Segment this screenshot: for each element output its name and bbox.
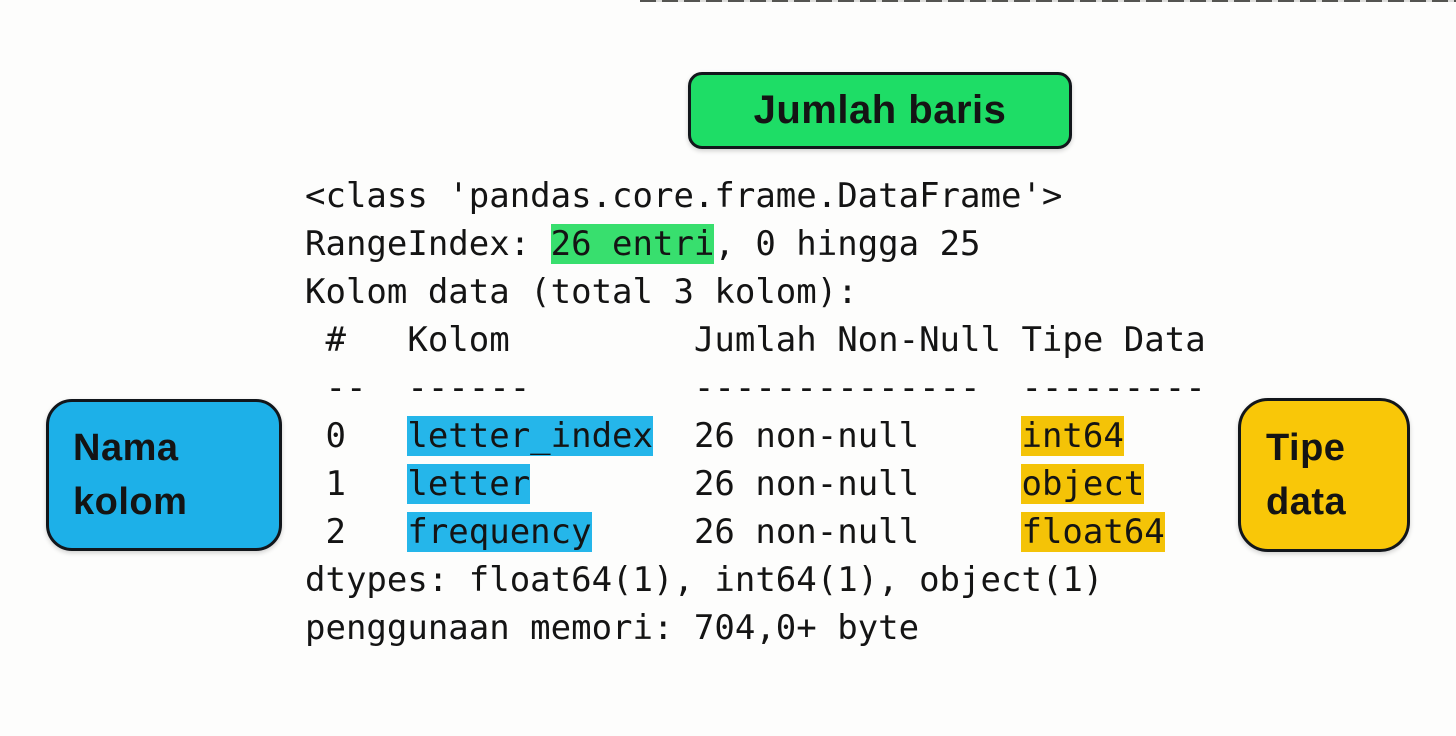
info-text: 2 (305, 512, 408, 552)
info-line: -- ------ -------------- --------- (305, 364, 1206, 412)
info-text: 1 (305, 464, 408, 504)
info-text: 0 (305, 416, 408, 456)
callout-column-names-line1: Nama (73, 427, 179, 469)
info-line: penggunaan memori: 704,0+ byte (305, 604, 1206, 652)
highlight-green: 26 entri (550, 224, 715, 264)
info-text: 26 non-null (591, 512, 1022, 552)
callout-data-types-line2: data (1266, 481, 1347, 523)
info-text: dtypes: float64(1), int64(1), object(1) (305, 560, 1104, 600)
info-text: -- ------ -------------- --------- (305, 368, 1206, 408)
callout-data-types: Tipe data (1238, 398, 1410, 552)
info-line: # Kolom Jumlah Non-Null Tipe Data (305, 316, 1206, 364)
highlight-blue: letter (407, 464, 531, 504)
highlight-yellow: float64 (1021, 512, 1165, 552)
info-text: RangeIndex: (305, 224, 551, 264)
info-line: <class 'pandas.core.frame.DataFrame'> (305, 172, 1206, 220)
highlight-blue: letter_index (407, 416, 653, 456)
info-line: Kolom data (total 3 kolom): (305, 268, 1206, 316)
callout-column-names: Nama kolom (46, 399, 282, 551)
info-text: 26 non-null (653, 416, 1022, 456)
info-line: dtypes: float64(1), int64(1), object(1) (305, 556, 1206, 604)
info-line: RangeIndex: 26 entri, 0 hingga 25 (305, 220, 1206, 268)
callout-data-types-line1: Tipe (1266, 427, 1346, 469)
highlight-yellow: object (1021, 464, 1145, 504)
info-text: <class 'pandas.core.frame.DataFrame'> (305, 176, 1063, 216)
info-text: 26 non-null (530, 464, 1022, 504)
info-text: # Kolom Jumlah Non-Null Tipe Data (305, 320, 1206, 360)
dataframe-info-output: <class 'pandas.core.frame.DataFrame'>Ran… (305, 172, 1206, 652)
info-text: , 0 hingga 25 (714, 224, 981, 264)
callout-column-names-line2: kolom (73, 481, 188, 523)
info-line: 1 letter 26 non-null object (305, 460, 1206, 508)
info-line: 2 frequency 26 non-null float64 (305, 508, 1206, 556)
info-text: Kolom data (total 3 kolom): (305, 272, 858, 312)
callout-row-count-label: Jumlah baris (753, 88, 1007, 132)
highlight-blue: frequency (407, 512, 592, 552)
highlight-yellow: int64 (1021, 416, 1124, 456)
info-text: penggunaan memori: 704,0+ byte (305, 608, 920, 648)
callout-row-count: Jumlah baris (688, 72, 1072, 149)
top-edge-artifact (640, 0, 1456, 2)
info-line: 0 letter_index 26 non-null int64 (305, 412, 1206, 460)
